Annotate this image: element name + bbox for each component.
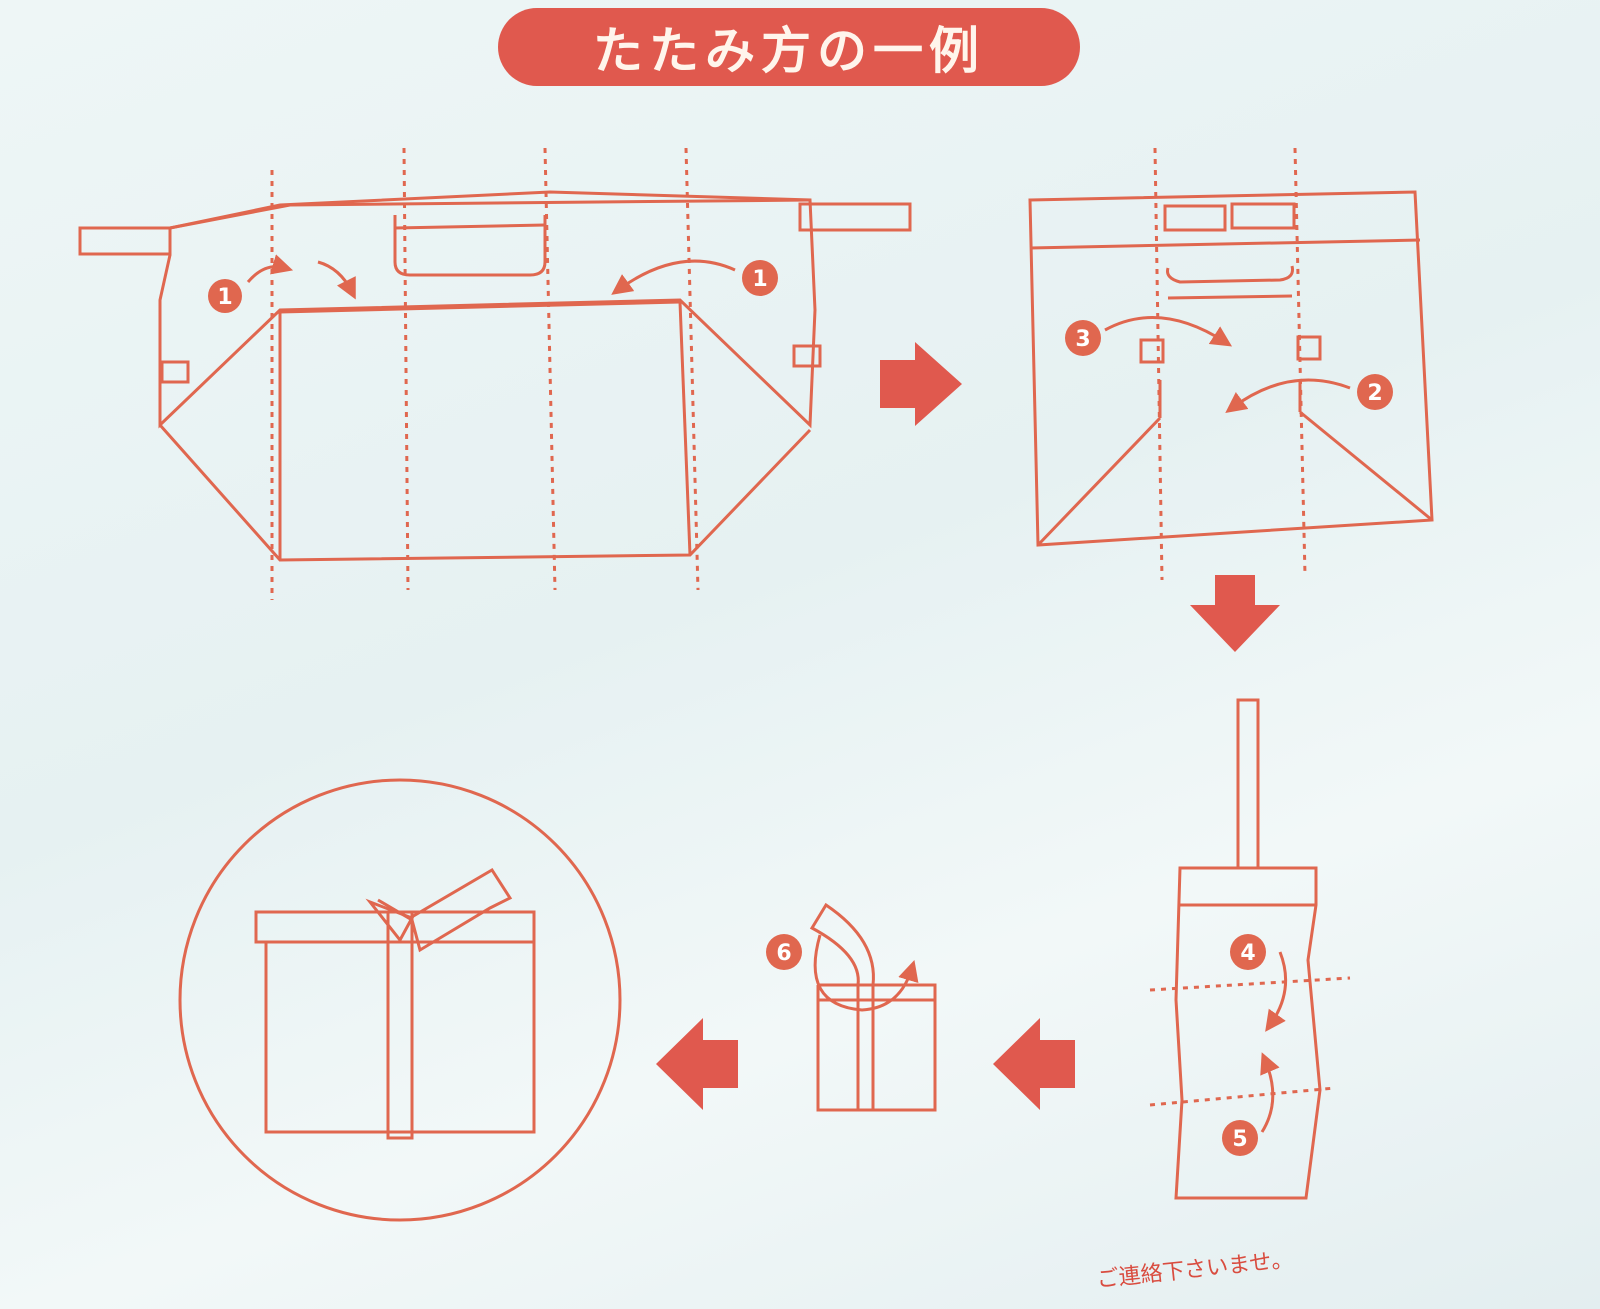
- step-badge-3: 3: [1065, 320, 1101, 356]
- fold-lines-c: [1149, 976, 1351, 1107]
- step-small-bundle: [809, 902, 937, 1112]
- step-long-strip: [1174, 698, 1322, 1200]
- step-final-package: [178, 778, 622, 1222]
- title-banner: たたみ方の一例: [498, 8, 1080, 86]
- arrow-right-icon: [880, 342, 962, 426]
- arrow-down-icon: [1190, 575, 1280, 652]
- step-number-5: 5: [1232, 1127, 1247, 1152]
- step-badge-1b: 1: [742, 260, 778, 296]
- right-handle-strap: [798, 202, 912, 232]
- bundle-strap: [809, 902, 875, 987]
- step-number-3: 3: [1075, 327, 1090, 352]
- step-sides-folded: [1028, 190, 1434, 547]
- arrow-left-icon-1: [993, 1018, 1075, 1110]
- step-badge-4: 4: [1230, 934, 1266, 970]
- step-badge-6: 6: [766, 934, 802, 970]
- step-open-bag: [78, 190, 912, 562]
- bag-bottom: [158, 424, 812, 562]
- step-badge-2: 2: [1357, 374, 1393, 410]
- final-circle: [178, 778, 622, 1222]
- final-band: [386, 910, 414, 1140]
- fold-lines-b: [1153, 147, 1307, 581]
- step-number-4: 4: [1240, 941, 1255, 966]
- right-tab: [792, 344, 822, 368]
- tab-right-b: [1296, 335, 1322, 361]
- final-box: [264, 940, 536, 1134]
- bundle-box: [816, 998, 937, 1112]
- step-number-6: 6: [776, 941, 791, 966]
- strap-top: [1236, 698, 1260, 870]
- left-tab: [160, 360, 190, 384]
- top-pocket: [393, 215, 547, 277]
- step-number-1b: 1: [752, 267, 767, 292]
- step-badge-1a: 1: [208, 279, 242, 313]
- fold-lines-a: [270, 147, 700, 600]
- step-badge-5: 5: [1222, 1120, 1258, 1156]
- step-number-2: 2: [1367, 381, 1382, 406]
- bag-outline: [158, 190, 817, 429]
- page-title: たたみ方の一例: [593, 22, 985, 80]
- left-handle-strap: [78, 226, 172, 256]
- step-number-1a: 1: [217, 285, 232, 310]
- tab-left-b: [1139, 338, 1165, 364]
- strip-body: [1174, 866, 1322, 1200]
- arrow-left-icon-2: [656, 1018, 738, 1110]
